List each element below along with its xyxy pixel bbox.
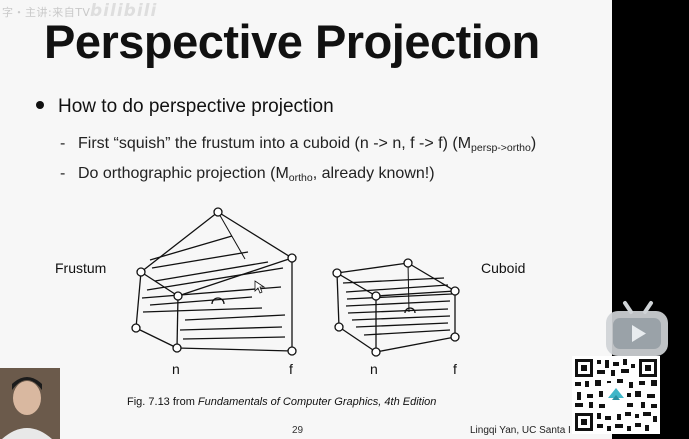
frustum-near-top-right-edge [140,271,179,297]
slide: 字・主讲:来自TV bilibili Perspective Projectio… [0,0,612,439]
caption-book-title: Fundamentals of Computer Graphics, 4th E… [197,396,437,408]
bullet-main: How to do perspective projection [36,96,334,118]
sub-bullet-text: First “squish” the frustum into a cuboid… [78,135,472,152]
presenter-icon [0,368,60,439]
label-cuboid-f: f [453,361,457,377]
figure-caption: Fig. 7.13 from Fundamentals of Computer … [127,396,436,408]
sub-bullet-squish: -First “squish” the frustum into a cuboi… [60,135,536,154]
footer-author: Lingqi Yan, UC Santa I [470,425,571,436]
label-frustum-f: f [289,361,293,377]
play-button-icon[interactable] [603,300,671,358]
label-frustum: Frustum [55,260,107,276]
caption-prefix: Fig. 7.13 from [127,396,198,408]
cuboid-center-arc [404,307,416,314]
sub-bullet-tail: , already known!) [312,165,435,182]
label-cuboid: Cuboid [481,260,526,276]
watermark-logo: bilibili [90,1,158,21]
frustum-cuboid-diagram [131,207,460,357]
frustum-top-right-edge [177,257,293,297]
qr-code-icon[interactable] [572,356,660,434]
sub-bullet-text: Do orthographic projection (M [78,165,289,182]
frustum-center-arc [211,297,225,305]
page-number: 29 [292,425,304,436]
label-cuboid-n: n [370,361,378,377]
webcam-presenter [0,368,60,439]
subscript: persp->ortho [471,142,531,154]
frustum-near-right-edge [176,295,179,349]
bullet-text: How to do perspective projection [58,96,334,117]
dash-icon: - [60,165,66,182]
watermark-text: 字・主讲:来自TV [2,6,91,19]
slide-title: Perspective Projection [44,15,540,68]
dash-icon: - [60,135,66,152]
frustum-bottom-edge [176,347,293,352]
subscript: ortho [288,172,313,184]
frustum-near-left-edge [135,271,142,329]
bullet-dot-icon [36,100,44,109]
vertex-markers [131,207,460,357]
frustum-near-bottom-edge [135,327,178,349]
frustum-top-edges [140,211,293,273]
sub-bullet-tail: ) [530,135,537,152]
label-frustum-n: n [172,361,180,377]
mouse-cursor-icon [254,280,266,294]
sub-bullet-ortho: -Do orthographic projection (Mortho, alr… [60,165,435,184]
